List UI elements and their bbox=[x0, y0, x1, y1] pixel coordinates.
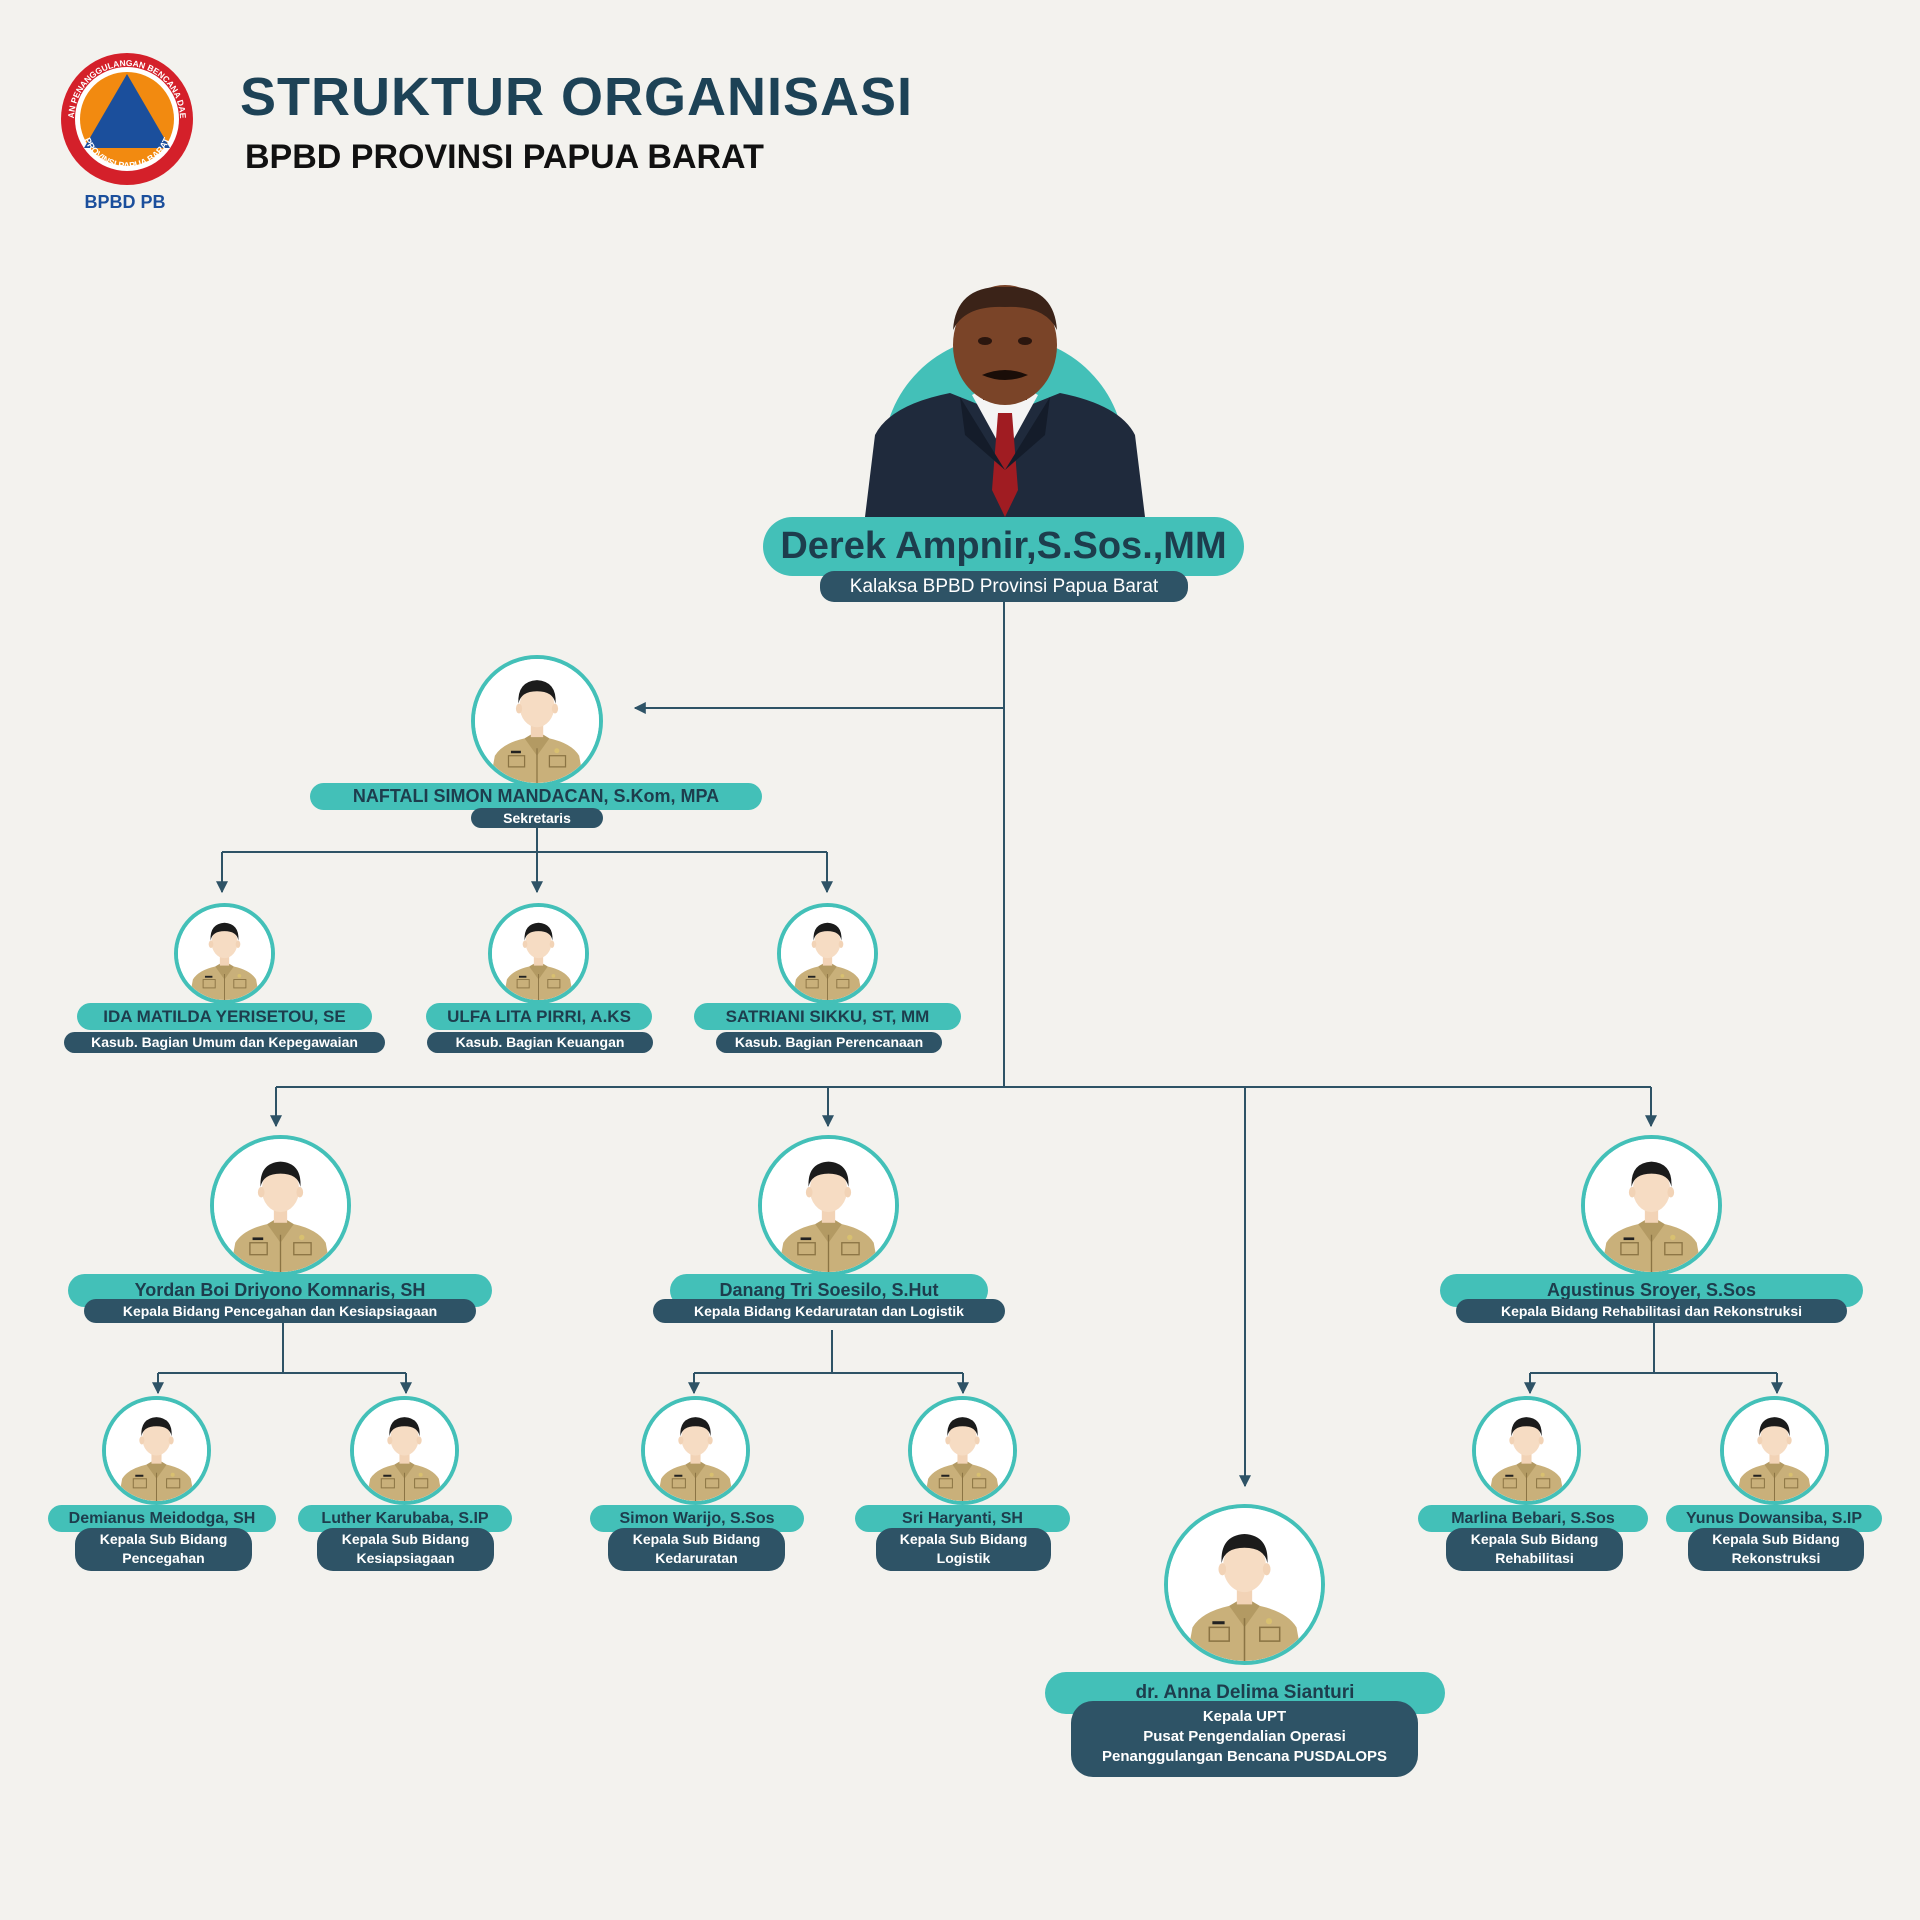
person-icon bbox=[912, 1400, 1013, 1501]
person-icon bbox=[214, 1139, 347, 1272]
sub-division-3-name: Simon Warijo, S.Sos bbox=[590, 1505, 804, 1532]
secretary-avatar bbox=[471, 655, 603, 787]
upt-role: Kepala UPT Pusat Pengendalian Operasi Pe… bbox=[1071, 1701, 1418, 1777]
sub-division-4-avatar bbox=[908, 1396, 1017, 1505]
bpbd-logo bbox=[60, 52, 194, 186]
secretary-name: NAFTALI SIMON MANDACAN, S.Kom, MPA bbox=[310, 783, 762, 810]
upt-avatar bbox=[1164, 1504, 1325, 1665]
sub-section-3-name: SATRIANI SIKKU, ST, MM bbox=[694, 1003, 961, 1030]
sub-division-5-name: Marlina Bebari, S.Sos bbox=[1418, 1505, 1648, 1532]
person-icon bbox=[475, 659, 599, 783]
person-icon bbox=[762, 1139, 895, 1272]
division-2-role: Kepala Bidang Kedaruratan dan Logistik bbox=[653, 1299, 1005, 1323]
sub-division-3-avatar bbox=[641, 1396, 750, 1505]
division-1-avatar bbox=[210, 1135, 351, 1276]
person-icon bbox=[1585, 1139, 1718, 1272]
person-icon bbox=[1476, 1400, 1577, 1501]
person-icon bbox=[1168, 1508, 1321, 1661]
sub-division-1-avatar bbox=[102, 1396, 211, 1505]
sub-section-1-avatar bbox=[174, 903, 275, 1004]
sub-division-2-avatar bbox=[350, 1396, 459, 1505]
sub-section-1-role: Kasub. Bagian Umum dan Kepegawaian bbox=[64, 1032, 385, 1053]
sub-section-2-role: Kasub. Bagian Keuangan bbox=[427, 1032, 653, 1053]
logo-caption: BPBD PB bbox=[84, 192, 166, 212]
person-icon bbox=[645, 1400, 746, 1501]
person-icon bbox=[354, 1400, 455, 1501]
sub-division-6-avatar bbox=[1720, 1396, 1829, 1505]
page-subtitle: BPBD PROVINSI PAPUA BARAT bbox=[245, 138, 764, 176]
person-icon bbox=[178, 907, 271, 1000]
sub-section-1-name: IDA MATILDA YERISETOU, SE bbox=[77, 1003, 372, 1030]
sub-section-3-avatar bbox=[777, 903, 878, 1004]
sub-division-4-name: Sri Haryanti, SH bbox=[855, 1505, 1070, 1532]
person-icon bbox=[781, 907, 874, 1000]
sub-division-1-name: Demianus Meidodga, SH bbox=[48, 1505, 276, 1532]
division-3-avatar bbox=[1581, 1135, 1722, 1276]
sub-division-6-name: Yunus Dowansiba, S.IP bbox=[1666, 1505, 1882, 1532]
division-2-avatar bbox=[758, 1135, 899, 1276]
head-name: Derek Ampnir,S.Sos.,MM bbox=[763, 517, 1244, 576]
head-photo bbox=[860, 285, 1150, 517]
sub-section-3-role: Kasub. Bagian Perencanaan bbox=[716, 1032, 942, 1053]
sub-division-2-name: Luther Karubaba, S.IP bbox=[298, 1505, 512, 1532]
sub-section-2-avatar bbox=[488, 903, 589, 1004]
head-role: Kalaksa BPBD Provinsi Papua Barat bbox=[820, 571, 1188, 602]
person-icon bbox=[1724, 1400, 1825, 1501]
secretary-role: Sekretaris bbox=[471, 808, 603, 828]
sub-section-2-name: ULFA LITA PIRRI, A.KS bbox=[426, 1003, 652, 1030]
person-icon bbox=[492, 907, 585, 1000]
sub-division-5-avatar bbox=[1472, 1396, 1581, 1505]
division-3-role: Kepala Bidang Rehabilitasi dan Rekonstru… bbox=[1456, 1299, 1847, 1323]
person-icon bbox=[106, 1400, 207, 1501]
page-title: STRUKTUR ORGANISASI bbox=[240, 67, 914, 127]
division-1-role: Kepala Bidang Pencegahan dan Kesiapsiaga… bbox=[84, 1299, 476, 1323]
